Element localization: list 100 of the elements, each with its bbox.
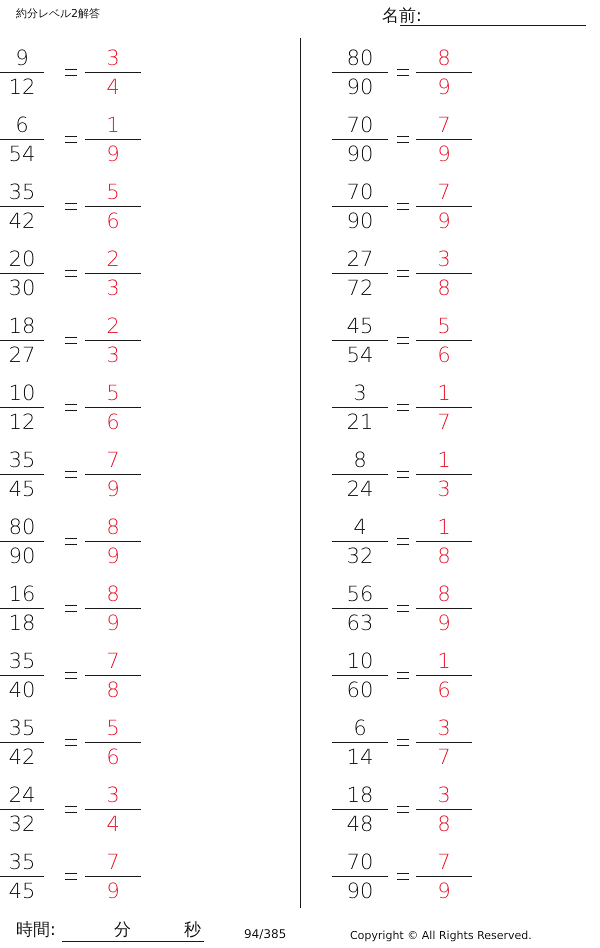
numerator: 35 xyxy=(8,718,36,739)
denominator: 32 xyxy=(8,814,36,835)
answer-denominator: 9 xyxy=(436,144,452,165)
answer-denominator: 8 xyxy=(436,814,452,835)
answer-numerator: 1 xyxy=(436,383,452,404)
numerator: 10 xyxy=(346,651,374,672)
numerator: 35 xyxy=(8,852,36,873)
answer-numerator: 8 xyxy=(105,584,121,605)
denominator: 18 xyxy=(8,613,36,634)
answer-numerator: 2 xyxy=(105,316,121,337)
answer-denominator: 3 xyxy=(105,345,121,366)
denominator: 48 xyxy=(346,814,374,835)
denominator: 24 xyxy=(346,479,374,500)
answer-denominator: 9 xyxy=(436,211,452,232)
answer-numerator: 3 xyxy=(436,249,452,270)
numerator: 9 xyxy=(14,48,30,69)
numerator: 18 xyxy=(8,316,36,337)
page-number: 94/385 xyxy=(244,928,286,940)
answer-numerator: 3 xyxy=(436,785,452,806)
answer-denominator: 4 xyxy=(105,814,121,835)
denominator: 54 xyxy=(8,144,36,165)
answer-denominator: 6 xyxy=(436,680,452,701)
answer-numerator: 7 xyxy=(105,852,121,873)
numerator: 80 xyxy=(346,48,374,69)
denominator: 90 xyxy=(346,77,374,98)
answer-numerator: 7 xyxy=(105,450,121,471)
numerator: 56 xyxy=(346,584,374,605)
answer-numerator: 7 xyxy=(436,852,452,873)
denominator: 90 xyxy=(346,881,374,902)
answer-denominator: 3 xyxy=(436,479,452,500)
denominator: 90 xyxy=(346,144,374,165)
answer-denominator: 3 xyxy=(105,278,121,299)
denominator: 63 xyxy=(346,613,374,634)
answer-numerator: 8 xyxy=(436,48,452,69)
answer-denominator: 9 xyxy=(105,144,121,165)
denominator: 14 xyxy=(346,747,374,768)
numerator: 70 xyxy=(346,182,374,203)
answer-numerator: 5 xyxy=(105,182,121,203)
answer-denominator: 8 xyxy=(105,680,121,701)
numerator: 27 xyxy=(346,249,374,270)
answer-numerator: 5 xyxy=(105,383,121,404)
denominator: 54 xyxy=(346,345,374,366)
denominator: 45 xyxy=(8,479,36,500)
numerator: 80 xyxy=(8,517,36,538)
denominator: 42 xyxy=(8,211,36,232)
answer-denominator: 8 xyxy=(436,278,452,299)
numerator: 6 xyxy=(14,115,30,136)
numerator: 16 xyxy=(8,584,36,605)
numerator: 18 xyxy=(346,785,374,806)
seconds-unit: 秒 xyxy=(184,922,201,939)
answer-denominator: 8 xyxy=(436,546,452,567)
answer-denominator: 7 xyxy=(436,412,452,433)
denominator: 60 xyxy=(346,680,374,701)
numerator: 35 xyxy=(8,450,36,471)
answer-denominator: 9 xyxy=(436,881,452,902)
denominator: 42 xyxy=(8,747,36,768)
numerator: 8 xyxy=(352,450,368,471)
answer-numerator: 3 xyxy=(105,785,121,806)
answer-denominator: 6 xyxy=(436,345,452,366)
answer-denominator: 9 xyxy=(105,546,121,567)
numerator: 3 xyxy=(352,383,368,404)
answer-numerator: 3 xyxy=(436,718,452,739)
answer-numerator: 5 xyxy=(105,718,121,739)
numerator: 6 xyxy=(352,718,368,739)
denominator: 12 xyxy=(8,77,36,98)
denominator: 27 xyxy=(8,345,36,366)
numerator: 20 xyxy=(8,249,36,270)
numerator: 70 xyxy=(346,852,374,873)
answer-denominator: 6 xyxy=(105,211,121,232)
numerator: 35 xyxy=(8,651,36,672)
denominator: 32 xyxy=(346,546,374,567)
denominator: 45 xyxy=(8,881,36,902)
numerator: 70 xyxy=(346,115,374,136)
answer-denominator: 6 xyxy=(105,747,121,768)
answer-numerator: 7 xyxy=(436,115,452,136)
answer-denominator: 9 xyxy=(105,479,121,500)
answer-denominator: 4 xyxy=(105,77,121,98)
numerator: 45 xyxy=(346,316,374,337)
answer-numerator: 3 xyxy=(105,48,121,69)
minutes-unit: 分 xyxy=(114,922,131,939)
numerator: 4 xyxy=(352,517,368,538)
denominator: 40 xyxy=(8,680,36,701)
time-label: 時間: xyxy=(16,922,56,939)
answer-denominator: 9 xyxy=(105,881,121,902)
answer-denominator: 7 xyxy=(436,747,452,768)
numerator: 24 xyxy=(8,785,36,806)
denominator: 90 xyxy=(346,211,374,232)
denominator: 30 xyxy=(8,278,36,299)
worksheet-title: 約分レベル2解答 xyxy=(16,8,100,19)
answer-denominator: 9 xyxy=(436,613,452,634)
answer-numerator: 7 xyxy=(105,651,121,672)
answer-numerator: 1 xyxy=(436,651,452,672)
name-label: 名前: xyxy=(382,8,422,25)
answer-numerator: 1 xyxy=(105,115,121,136)
answer-numerator: 2 xyxy=(105,249,121,270)
denominator: 72 xyxy=(346,278,374,299)
answer-numerator: 1 xyxy=(436,517,452,538)
answer-denominator: 9 xyxy=(105,613,121,634)
numerator: 10 xyxy=(8,383,36,404)
denominator: 12 xyxy=(8,412,36,433)
